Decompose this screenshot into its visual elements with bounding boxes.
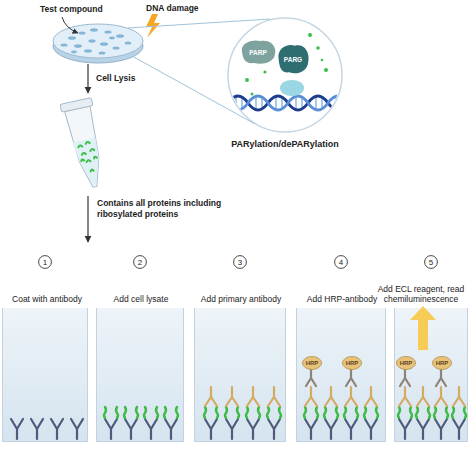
step-heading: Add ECL reagent, read chemiluminescence <box>371 274 470 304</box>
hrp-label: HRP <box>400 360 413 366</box>
hrp-shape <box>397 357 416 370</box>
assay-well: Add ECL reagent, read chemiluminescenceH… <box>394 308 468 442</box>
step-circle: 2 <box>133 255 147 269</box>
zoom-circle-outline <box>227 17 343 133</box>
number-outline <box>39 256 52 269</box>
dish-base <box>53 29 143 63</box>
enzyme-label: PARG <box>284 56 302 63</box>
stimulus-label: DNA damage <box>146 3 226 14</box>
callout-number: 4 <box>339 258 343 267</box>
cells <box>60 28 131 54</box>
hrp-enzyme: HRP <box>432 356 452 370</box>
step-heading: Add primary antibody <box>185 274 297 304</box>
callout-number: 3 <box>238 258 242 267</box>
number-outline <box>234 256 247 269</box>
assay-well: Add cell lysate <box>96 308 184 442</box>
step-heading: Add cell lysate <box>87 274 195 304</box>
callout-number: 5 <box>429 258 433 267</box>
hrp-enzyme: HRP <box>342 356 362 370</box>
step-circle: 4 <box>334 255 348 269</box>
enzyme-shape <box>278 45 308 73</box>
hrp-shape <box>433 357 452 370</box>
zoom-circle: PARylation/dePARylationPARPPARG <box>227 17 343 133</box>
process-label: PARylation/dePARylation <box>205 139 365 149</box>
compound-label: Test compound <box>40 4 120 15</box>
note-label: Contains all proteins including ribosyla… <box>97 198 257 220</box>
enzyme-label: PARP <box>249 49 267 56</box>
zoom-outline <box>228 18 342 132</box>
enzyme-shape <box>242 40 276 63</box>
assay-well: Add primary antibody <box>194 308 286 442</box>
step-circle: 3 <box>233 255 247 269</box>
enzyme-blob: PARG <box>275 42 311 76</box>
petri-dish <box>53 24 143 63</box>
step-label: Cell Lysis <box>96 73 176 84</box>
hrp-enzyme: HRP <box>302 356 322 370</box>
number-outline <box>335 256 348 269</box>
hrp-shape <box>343 357 362 370</box>
step-circle: 1 <box>38 255 52 269</box>
flow-arrow <box>87 196 88 242</box>
hrp-enzyme: HRP <box>396 356 416 370</box>
hrp-label: HRP <box>346 360 359 366</box>
step-circle: 5 <box>424 255 438 269</box>
step-heading: Coat with antibody <box>1 274 93 304</box>
assay-well: Add HRP-antibodyHRPHRP <box>296 308 386 442</box>
number-outline <box>425 256 438 269</box>
callout-number: 2 <box>138 258 142 267</box>
callout-number: 1 <box>43 258 47 267</box>
hrp-label: HRP <box>306 360 319 366</box>
lysate-tube <box>60 98 110 191</box>
hrp-label: HRP <box>436 360 449 366</box>
hrp-shape <box>303 357 322 370</box>
assay-well: Coat with antibody <box>2 308 88 442</box>
compound-arrow <box>62 17 78 33</box>
enzyme-blob: PARP <box>238 38 278 66</box>
flow-arrow <box>87 64 88 93</box>
zoom-line <box>128 19 270 28</box>
lightning-bolt <box>146 14 160 38</box>
dish-rim <box>53 24 143 58</box>
number-outline <box>134 256 147 269</box>
